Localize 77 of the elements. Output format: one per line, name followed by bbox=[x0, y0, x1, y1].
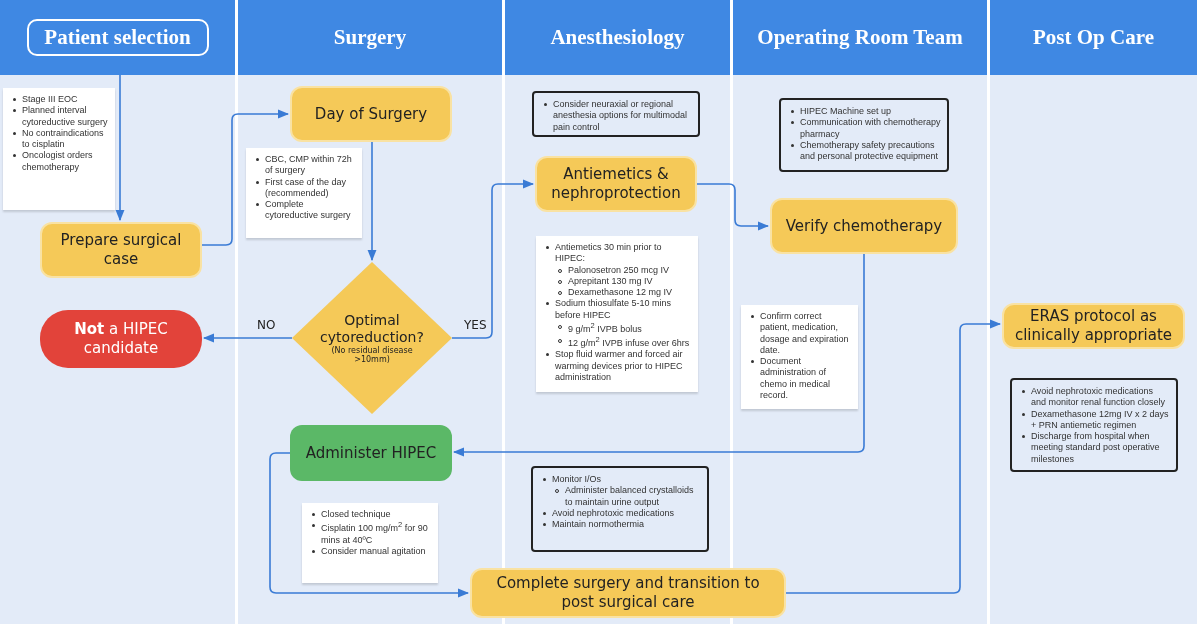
decision-diamond bbox=[292, 262, 452, 414]
bullet-text: 12 g/m$^{2}$ IVPB infuse over 6hrs bbox=[568, 335, 690, 350]
bullet-text: Avoid nephrotoxic medications bbox=[552, 507, 674, 519]
bullet-text: Discharge from hospital when meeting standard post operative milestones bbox=[1031, 431, 1161, 465]
bullet-text: Palonosetron 250 mcg IV bbox=[568, 264, 670, 276]
note-card bbox=[1010, 378, 1178, 472]
process-box bbox=[535, 156, 697, 212]
decision-text: Optimal cytoreduction? bbox=[319, 312, 425, 346]
step-text: Not a HIPEC candidate bbox=[73, 320, 169, 358]
lane-title: Post Op Care bbox=[1033, 25, 1154, 50]
edge-label: NO bbox=[255, 318, 278, 332]
step-text: Complete surgery and transition to post surgical care bbox=[495, 574, 761, 612]
process-box bbox=[290, 86, 452, 142]
arrow bbox=[202, 333, 293, 343]
note-card bbox=[532, 91, 700, 137]
bullet-text: HIPEC Machine set up bbox=[800, 106, 892, 118]
decision-note: (No residual disease >10mm) bbox=[330, 345, 414, 364]
bullet-text: Communication with chemotherapy pharmacy bbox=[800, 117, 941, 140]
bullet-text: Chemotherapy safety precautions and personal protective equipment bbox=[800, 139, 940, 163]
process-box bbox=[40, 222, 202, 278]
arrow bbox=[451, 179, 535, 339]
bullet-text: Confirm correct patient, medication, dosage and expiration date. bbox=[760, 311, 850, 356]
lane-title: Surgery bbox=[333, 25, 407, 50]
step-text: ERAS protocol as clinically appropriate bbox=[1013, 307, 1174, 345]
bullet-text: Consider manual agitation bbox=[321, 545, 426, 557]
bullet-text: No contraindications to cisplatin bbox=[22, 127, 105, 151]
note-card bbox=[779, 98, 949, 172]
arrow bbox=[367, 141, 377, 262]
note-card bbox=[302, 503, 438, 583]
process-box bbox=[1002, 303, 1185, 349]
swimlane bbox=[0, 75, 238, 624]
bullet-text: Monitor I/Os bbox=[552, 474, 601, 486]
bullet-text: Cisplatin 100 mg/m$^{2}$ for 90 mins at 40ºC bbox=[321, 520, 429, 546]
lane-title: Anesthesiology bbox=[550, 25, 685, 50]
bullet-text: Dexamethasone 12 mg IV bbox=[568, 287, 673, 299]
arrow bbox=[785, 319, 1002, 594]
arrow bbox=[452, 253, 865, 457]
bullet-text: Aprepitant 130 mg IV bbox=[568, 275, 653, 287]
arrow bbox=[115, 74, 125, 222]
step-text: Day of Surgery bbox=[314, 104, 428, 124]
swimlane bbox=[990, 75, 1200, 624]
lane-title: Operating Room Team bbox=[757, 25, 963, 50]
bullet-text: Sodium thiosulfate 5-10 mins before HIPEC bbox=[555, 298, 673, 321]
note-card bbox=[3, 88, 115, 210]
note-card bbox=[741, 305, 858, 409]
arrow bbox=[696, 183, 770, 231]
bullet-text: CBC, CMP within 72h of surgery bbox=[265, 154, 353, 177]
bullet-text: Maintain normothermia bbox=[552, 519, 645, 531]
bullet-text: Complete cytoreductive surgery bbox=[265, 199, 352, 222]
lane-title: Patient selection bbox=[26, 19, 209, 56]
bullet-text: Consider neuraxial or regional anesthesia options for multimodal pain control bbox=[553, 99, 689, 133]
edge-label: YES bbox=[462, 318, 489, 332]
arrow bbox=[269, 452, 470, 598]
note-card bbox=[246, 148, 362, 238]
bullet-text: Planned interval cytoreductive surgery bbox=[22, 105, 109, 128]
bullet-text: 9 g/m$^{2}$ IVPB bolus bbox=[568, 320, 642, 335]
bullet-text: Stop fluid warmer and forced air warming devices prior to HIPEC administration bbox=[555, 349, 684, 383]
bullet-text: Dexamethasone 12mg IV x 2 days + PRN antiemetic regimen bbox=[1031, 408, 1170, 431]
arrow bbox=[201, 109, 290, 246]
step-text: Verify chemotherapy bbox=[785, 216, 943, 236]
bullet-text: First case of the day (recommended) bbox=[265, 176, 348, 199]
bullet-text: Administer balanced crystalloids to maintain urine output bbox=[565, 485, 695, 508]
bullet-text: Antiemetics 30 min prior to HIPEC: bbox=[555, 242, 663, 265]
note-card bbox=[531, 466, 709, 552]
bullet-text: Stage III EOC bbox=[22, 94, 78, 106]
bullet-text: Avoid nephrotoxic medications and monitor renal function closely bbox=[1031, 386, 1167, 409]
step-text: Antiemetics & nephroprotection bbox=[550, 165, 682, 203]
step-text: Prepare surgical case bbox=[59, 231, 183, 269]
process-box bbox=[290, 425, 452, 481]
process-box bbox=[770, 198, 958, 254]
process-box bbox=[470, 568, 786, 618]
bullet-text: Document administration of chemo in medical record. bbox=[760, 356, 832, 401]
note-card bbox=[536, 236, 698, 392]
bullet-text: Closed technique bbox=[321, 509, 391, 521]
bullet-text: Oncologist orders chemotherapy bbox=[22, 150, 94, 173]
end-terminal bbox=[40, 310, 202, 368]
step-text: Administer HIPEC bbox=[305, 443, 437, 463]
